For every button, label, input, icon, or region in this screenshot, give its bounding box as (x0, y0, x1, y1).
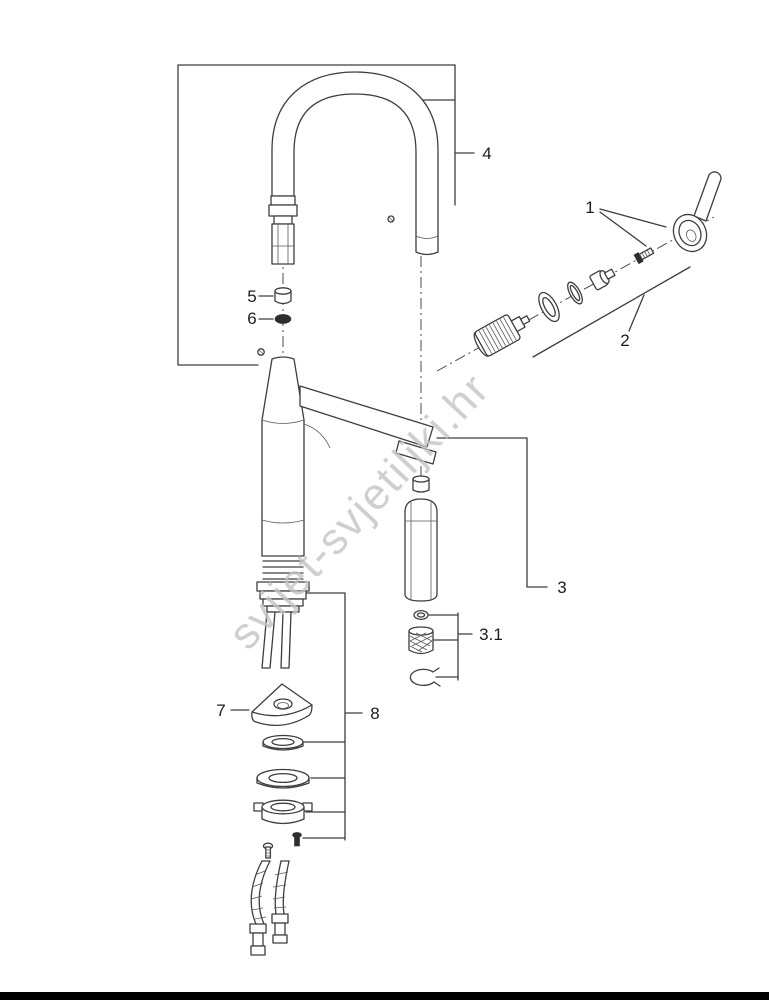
callout-2: 2 (620, 331, 629, 350)
cartridge-nut (538, 291, 560, 323)
handle-lever (672, 171, 722, 253)
callout-5: 5 (247, 287, 256, 306)
fixing-screw-b (262, 842, 274, 859)
stem-adapter (589, 268, 616, 291)
handle-screw (633, 247, 655, 265)
spray-oring (413, 609, 429, 621)
oring-small (567, 281, 583, 305)
gooseneck-spout (271, 71, 439, 256)
spout-set-screw (387, 215, 395, 223)
spout-holder-arm (299, 385, 437, 465)
label-3-1-bracket (428, 612, 473, 681)
cartridge (473, 314, 531, 357)
footer-bar (0, 992, 769, 1000)
spray-head (404, 475, 438, 602)
label-3-bracket (436, 437, 548, 588)
leader-2-tick (628, 294, 645, 332)
mounting-nut (253, 799, 313, 825)
mounting-triangle-bracket (251, 683, 313, 727)
spout-coupling-stack (268, 195, 298, 265)
washer-large (256, 768, 310, 789)
fixing-screw-a (292, 832, 302, 847)
callout-7: 7 (216, 701, 225, 720)
inlet-shanks (261, 611, 292, 669)
faucet-body (261, 356, 305, 557)
washer-small (262, 734, 304, 751)
callout-3-1: 3.1 (479, 625, 503, 644)
callout-4: 4 (482, 144, 491, 163)
leader-1a (599, 211, 647, 247)
callout-3: 3 (557, 578, 566, 597)
label-2-bracket (532, 266, 691, 358)
aerator-insert (408, 626, 434, 655)
body-set-screw (257, 348, 265, 356)
body-base-threads (256, 560, 310, 613)
label-8-bracket (302, 592, 363, 841)
retaining-clip (409, 667, 441, 687)
part6-oring (274, 314, 292, 324)
callout-6: 6 (247, 309, 256, 328)
callout-8: 8 (370, 704, 379, 723)
part5-bushing (274, 287, 292, 305)
callout-1: 1 (585, 198, 594, 217)
leader-1b (599, 208, 667, 228)
supply-hoses (249, 860, 290, 956)
